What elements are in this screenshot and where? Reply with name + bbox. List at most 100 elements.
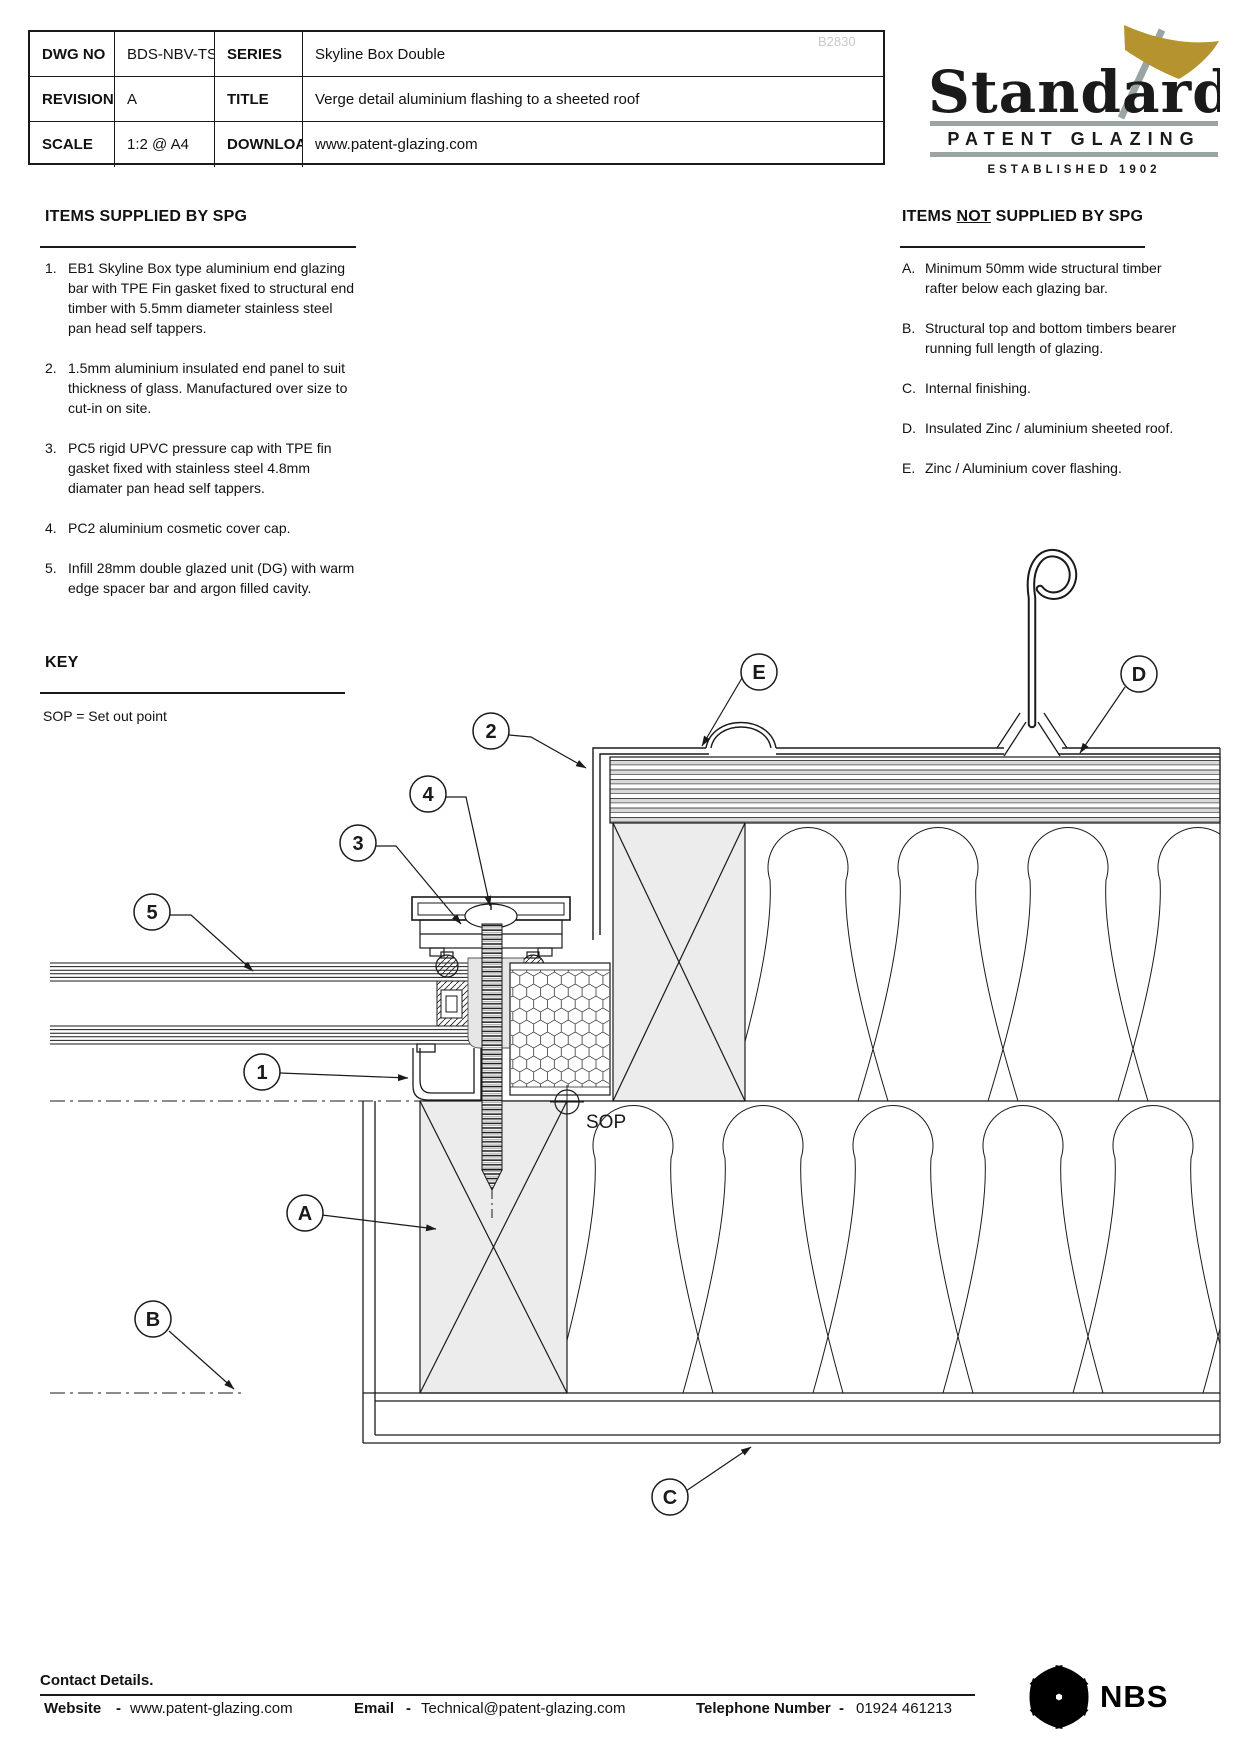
flag-icon bbox=[1124, 25, 1219, 79]
callout-label: D bbox=[1132, 664, 1146, 686]
item-text: Insulated Zinc / aluminium sheeted roof. bbox=[925, 420, 1174, 436]
item-number: 2. bbox=[45, 360, 57, 376]
callout-bubbles: 2 4 3 5 1 A B C E D bbox=[133, 653, 1158, 1516]
supplied-list: 1.EB1 Skyline Box type aluminium end gla… bbox=[45, 258, 357, 618]
callout-bubble-4: 4 bbox=[409, 775, 447, 813]
sheet-reference-number: B2830 bbox=[818, 34, 856, 49]
key-heading-rule bbox=[40, 692, 345, 694]
list-item: 2. 1.5mm aluminium insulated end panel to… bbox=[45, 358, 357, 418]
callout-bubble-2: 2 bbox=[472, 712, 510, 750]
callout-label: C bbox=[663, 1487, 677, 1509]
title-label: TITLE bbox=[215, 77, 303, 122]
list-item: C. Internal finishing. bbox=[902, 378, 1192, 398]
item-letter: A. bbox=[902, 260, 916, 276]
item-letter: E. bbox=[902, 460, 916, 476]
callout-label: 4 bbox=[422, 784, 434, 806]
brand-name: Standard bbox=[928, 58, 1220, 126]
fixing-screw bbox=[464, 903, 518, 1222]
heading-text: SUPPLIED BY SPG bbox=[990, 208, 1144, 225]
list-item: 1.EB1 Skyline Box type aluminium end gla… bbox=[45, 258, 357, 338]
dwg-no-label: DWG NO bbox=[30, 32, 115, 77]
brand-rule-top bbox=[930, 121, 1218, 126]
website-label: Website bbox=[44, 1700, 102, 1717]
brand-tagline: PATENT GLAZING bbox=[947, 129, 1200, 149]
item-text: 1.5mm aluminium insulated end panel to s… bbox=[68, 360, 348, 416]
nbs-logo: NBS bbox=[1026, 1664, 1168, 1730]
callout-label: B bbox=[146, 1309, 160, 1331]
heading-not-underlined: NOT bbox=[956, 208, 991, 225]
nbs-flower-icon bbox=[1029, 1664, 1089, 1730]
callout-label: E bbox=[752, 662, 765, 684]
supplied-heading-rule bbox=[40, 246, 356, 248]
revision-value: A bbox=[115, 77, 215, 122]
email-label: Email bbox=[354, 1700, 395, 1717]
callout-bubble-C: C bbox=[651, 1478, 689, 1516]
email-address[interactable]: Technical@patent-glazing.com bbox=[421, 1700, 626, 1717]
list-item: 5. Infill 28mm double glazed unit (DG) wi… bbox=[45, 558, 357, 598]
item-text: Infill 28mm double glazed unit (DG) with… bbox=[68, 560, 355, 596]
callout-label: 2 bbox=[485, 721, 496, 743]
callout-bubble-D: D bbox=[1120, 655, 1158, 693]
download-label: DOWNLOAD bbox=[215, 122, 303, 167]
callout-leaders bbox=[168, 677, 1126, 1492]
item-text: Minimum 50mm wide structural timber raft… bbox=[925, 260, 1162, 296]
callout-label: 1 bbox=[256, 1062, 267, 1084]
phone-label: Telephone Number bbox=[696, 1700, 831, 1717]
callout-label: 5 bbox=[146, 902, 157, 924]
list-item: A. Minimum 50mm wide structural timber ra… bbox=[902, 258, 1192, 298]
callout-label: 3 bbox=[352, 833, 363, 855]
spacer-bar bbox=[440, 989, 463, 1019]
brand-established: ESTABLISHED 1902 bbox=[987, 164, 1160, 176]
item-letter: D. bbox=[902, 420, 916, 436]
title-block: DWG NO BDS-NBV-TS4 SERIES Skyline Box Do… bbox=[28, 30, 885, 167]
website-url[interactable]: www.patent-glazing.com bbox=[130, 1700, 293, 1717]
item-text: PC2 aluminium cosmetic cover cap. bbox=[68, 520, 291, 536]
download-url[interactable]: www.patent-glazing.com bbox=[315, 136, 478, 153]
item-text: PC5 rigid UPVC pressure cap with TPE fin… bbox=[68, 440, 332, 496]
callout-bubble-5: 5 bbox=[133, 893, 171, 931]
item-letter: C. bbox=[902, 380, 916, 396]
item-number: 5. bbox=[45, 560, 57, 576]
roof-insulation-upper bbox=[745, 827, 1220, 1101]
construction-lines bbox=[50, 1100, 420, 1394]
item-text: Zinc / Aluminium cover flashing. bbox=[925, 460, 1122, 476]
scale-label: SCALE bbox=[30, 122, 115, 167]
sheeted-roof bbox=[609, 756, 1221, 824]
email-separator: - bbox=[406, 1700, 411, 1717]
not-supplied-heading-rule bbox=[900, 246, 1145, 248]
gasket-roll bbox=[435, 954, 459, 978]
callout-bubble-A: A bbox=[286, 1194, 324, 1232]
insulated-end-panel bbox=[509, 962, 611, 1096]
item-text: EB1 Skyline Box type aluminium end glazi… bbox=[68, 260, 355, 336]
list-item: 4.PC2 aluminium cosmetic cover cap. bbox=[45, 518, 357, 538]
item-letter: B. bbox=[902, 320, 916, 336]
series-label: SERIES bbox=[215, 32, 303, 77]
supplied-heading: ITEMS SUPPLIED BY SPG bbox=[45, 208, 248, 225]
phone-separator: - bbox=[839, 1700, 844, 1717]
dwg-no-value: BDS-NBV-TS4 bbox=[115, 32, 215, 77]
phone-number[interactable]: 01924 461213 bbox=[856, 1700, 952, 1717]
set-out-point-marker: SOP bbox=[550, 1085, 626, 1133]
revision-label: REVISION bbox=[30, 77, 115, 122]
item-text: Internal finishing. bbox=[925, 380, 1031, 396]
heading-text: ITEMS bbox=[902, 208, 957, 225]
end-glazing-bar bbox=[412, 1043, 482, 1101]
double-glazed-unit bbox=[50, 962, 471, 1045]
series-value: Skyline Box Double bbox=[303, 32, 883, 77]
key-heading: KEY bbox=[45, 654, 79, 671]
list-item: 3.PC5 rigid UPVC pressure cap with TPE f… bbox=[45, 438, 357, 498]
key-note: SOP = Set out point bbox=[43, 708, 167, 724]
cover-flashing bbox=[592, 721, 1220, 940]
company-logo-graphic: Standard PATENT GLAZING ESTABLISHED 1902 bbox=[928, 25, 1233, 176]
not-supplied-list: A. Minimum 50mm wide structural timber ra… bbox=[902, 258, 1192, 498]
brand-rule-bottom bbox=[930, 152, 1218, 157]
list-item: D. Insulated Zinc / aluminium sheeted roo… bbox=[902, 418, 1192, 438]
callout-bubble-1: 1 bbox=[243, 1053, 281, 1091]
title-value: Verge detail aluminium flashing to a she… bbox=[303, 77, 883, 122]
callout-bubble-B: B bbox=[134, 1300, 172, 1338]
company-logo: Standard PATENT GLAZING ESTABLISHED 1902 bbox=[928, 24, 1233, 178]
item-text: Structural top and bottom timbers bearer… bbox=[925, 320, 1177, 356]
bottom-bearer-channel bbox=[362, 1101, 1220, 1444]
